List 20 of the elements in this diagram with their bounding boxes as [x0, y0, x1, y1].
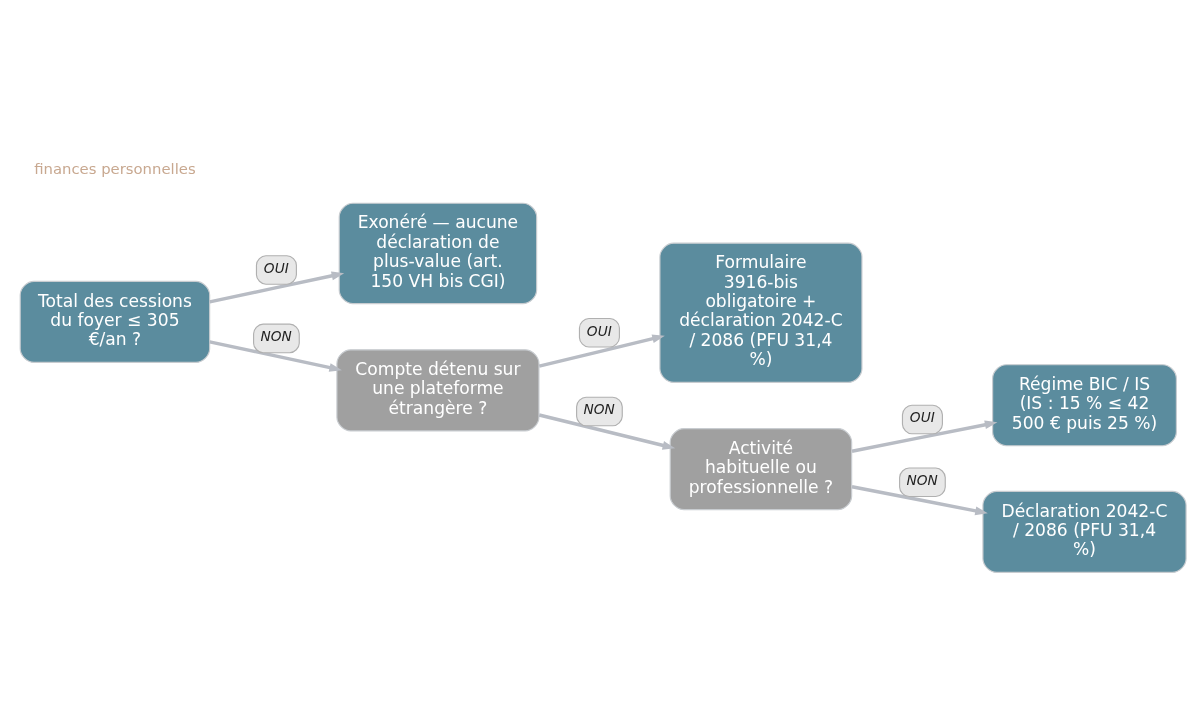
node-box: Formulaire 3916-bis obligatoire + déclaration 2042-C / 2086 (PFU 31,4 %): [659, 242, 863, 383]
arrow: [209, 271, 345, 304]
arrow: [538, 333, 665, 368]
edge-label: NON: [260, 327, 292, 344]
arrow: [851, 484, 988, 515]
label: finances personnelles: [34, 159, 196, 177]
edge-label: NON: [906, 471, 938, 488]
edge-label: OUI: [909, 408, 935, 425]
node-box: Total des cessions du foyer ≤ 305 €/an ?: [19, 280, 211, 363]
node-box: Régime BIC / IS (IS : 15 % ≤ 42 500 € puis 25 %): [992, 363, 1177, 446]
edge-label: NON: [583, 400, 615, 417]
arrow: [538, 412, 676, 450]
edge-label: OUI: [263, 259, 289, 276]
node-box: Exonéré — aucune déclaration de plus-value (art. 150 VH bis CGI): [338, 202, 538, 304]
arrow: [851, 419, 998, 453]
edge-label: OUI: [586, 322, 612, 339]
node-box: Activité habituelle ou professionnelle ?: [669, 427, 853, 510]
node-box: Déclaration 2042-C / 2086 (PFU 31,4 %): [982, 490, 1187, 573]
arrow: [209, 339, 342, 372]
node-box: Compte détenu sur une plateforme étrangère ?: [336, 348, 540, 431]
